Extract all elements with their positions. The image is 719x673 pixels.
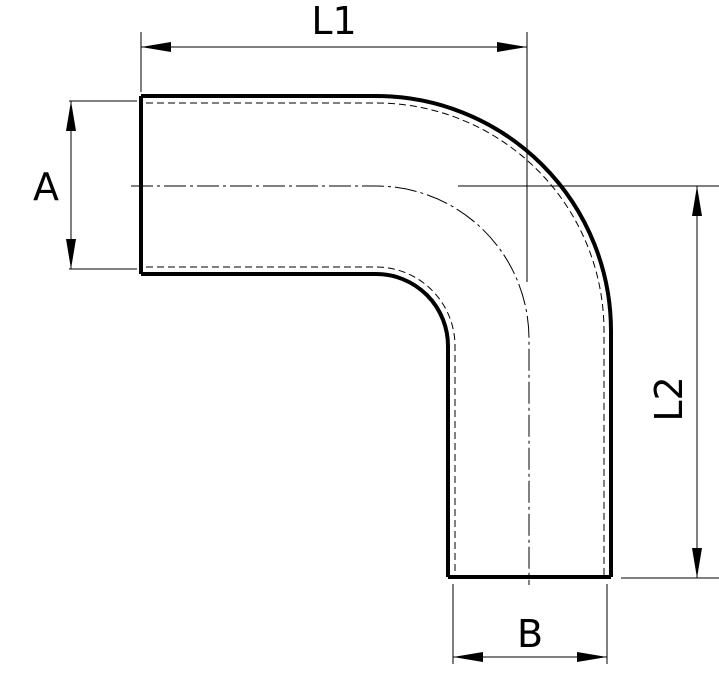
elbow-outer-wall — [141, 94, 613, 577]
arrow-l2-top — [692, 186, 702, 216]
elbow-inner-wall — [141, 272, 450, 577]
dimension-l1: L1 — [141, 0, 527, 52]
dimension-a: A — [33, 101, 76, 269]
arrow-a-bottom — [66, 239, 76, 269]
dim-label-l1: L1 — [311, 0, 356, 43]
dim-label-a: A — [33, 165, 59, 209]
elbow-outer-wall-hidden — [146, 102, 605, 577]
arrow-l1-left — [141, 42, 171, 52]
dimension-b: B — [453, 612, 607, 662]
arrow-b-left — [453, 652, 483, 662]
dim-label-l2: L2 — [647, 376, 691, 421]
arrow-b-right — [577, 652, 607, 662]
arrow-l2-bottom — [692, 548, 702, 578]
elbow-center-line — [131, 185, 530, 585]
arrow-a-top — [66, 101, 76, 131]
dimension-l2: L2 — [647, 186, 702, 578]
elbow-inner-wall-hidden — [146, 266, 456, 577]
arrow-l1-right — [497, 42, 527, 52]
dim-label-b: B — [517, 612, 543, 656]
